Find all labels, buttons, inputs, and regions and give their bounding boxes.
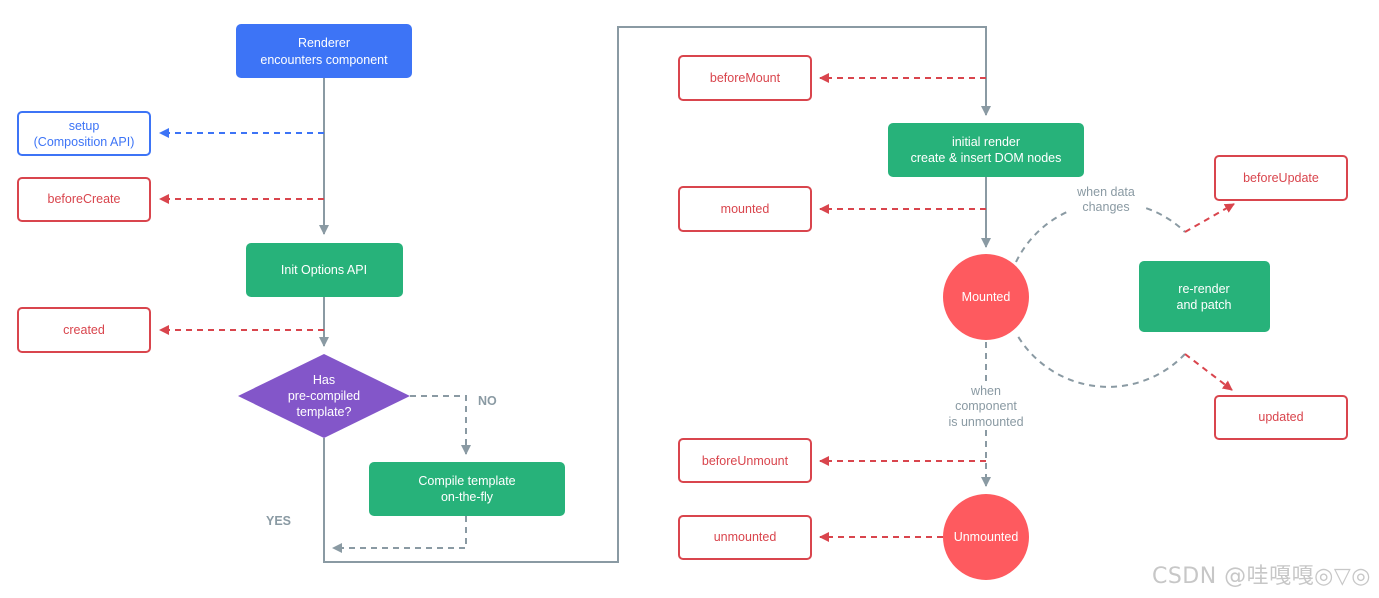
beforemount-label: beforeMount xyxy=(710,71,781,85)
setup-label-1: setup xyxy=(69,119,100,133)
mounted-hook-label: mounted xyxy=(721,202,770,216)
rerender-node: re-render and patch xyxy=(1139,261,1270,332)
beforeunmount-label: beforeUnmount xyxy=(702,454,789,468)
flow-compile-back xyxy=(332,516,467,553)
unmounted-hook-node: unmounted xyxy=(678,515,812,560)
beforecreate-label: beforeCreate xyxy=(48,192,121,206)
compile-template-node: Compile template on-the-fly xyxy=(369,462,565,516)
mounted-state-label: Mounted xyxy=(962,290,1011,304)
created-node: created xyxy=(17,307,151,353)
flow-yes-to-render xyxy=(323,26,991,563)
beforeupdate-label: beforeUpdate xyxy=(1243,171,1319,185)
when-data-changes-2: changes xyxy=(1082,200,1129,214)
renderer-label-2: encounters component xyxy=(260,53,388,67)
beforeunmount-node: beforeUnmount xyxy=(678,438,812,483)
update-cycle-right xyxy=(1015,332,1186,388)
arrow-to-updated xyxy=(1184,353,1233,391)
when-data-changes-label: when data changes xyxy=(1068,184,1144,214)
has-template-decision: Has pre-compiled template? xyxy=(238,354,410,438)
beforeupdate-node: beforeUpdate xyxy=(1214,155,1348,201)
mounted-state-node: Mounted xyxy=(943,254,1029,340)
when-unmounted-label: when component is unmounted xyxy=(944,381,1028,429)
no-label: NO xyxy=(478,394,497,408)
init-options-node: Init Options API xyxy=(246,243,403,297)
when-unmounted-2: component xyxy=(955,399,1017,413)
initial-render-label-2: create & insert DOM nodes xyxy=(911,151,1062,165)
flow-no-to-compile xyxy=(410,395,471,455)
beforecreate-node: beforeCreate xyxy=(17,177,151,222)
rerender-label-2: and patch xyxy=(1177,298,1232,312)
compile-label-2: on-the-fly xyxy=(441,490,494,504)
decision-label-1: Has xyxy=(313,373,335,387)
unmounted-state-label: Unmounted xyxy=(954,530,1019,544)
beforemount-node: beforeMount xyxy=(678,55,812,101)
yes-label: YES xyxy=(266,514,291,528)
created-label: created xyxy=(63,323,105,337)
unmounted-hook-label: unmounted xyxy=(714,530,777,544)
decision-label-2: pre-compiled xyxy=(288,389,360,403)
updated-node: updated xyxy=(1214,395,1348,440)
when-unmounted-1: when xyxy=(970,384,1001,398)
init-options-label: Init Options API xyxy=(281,263,367,277)
renderer-label-1: Renderer xyxy=(298,36,350,50)
arrow-to-beforeupdate xyxy=(1184,203,1235,233)
decision-label-3: template? xyxy=(297,405,352,419)
when-data-changes-1: when data xyxy=(1076,185,1135,199)
initial-render-label-1: initial render xyxy=(952,135,1020,149)
compile-label-1: Compile template xyxy=(418,474,515,488)
setup-node: setup (Composition API) xyxy=(17,111,151,156)
rerender-label-1: re-render xyxy=(1178,282,1229,296)
mounted-hook-node: mounted xyxy=(678,186,812,232)
setup-label-2: (Composition API) xyxy=(34,135,135,149)
watermark: CSDN @哇嘎嘎◎▽◎ xyxy=(1151,564,1371,589)
updated-label: updated xyxy=(1258,410,1303,424)
when-unmounted-3: is unmounted xyxy=(948,415,1023,429)
unmounted-state-node: Unmounted xyxy=(943,494,1029,580)
initial-render-node: initial render create & insert DOM nodes xyxy=(888,123,1084,177)
renderer-node: Renderer encounters component xyxy=(236,24,412,78)
